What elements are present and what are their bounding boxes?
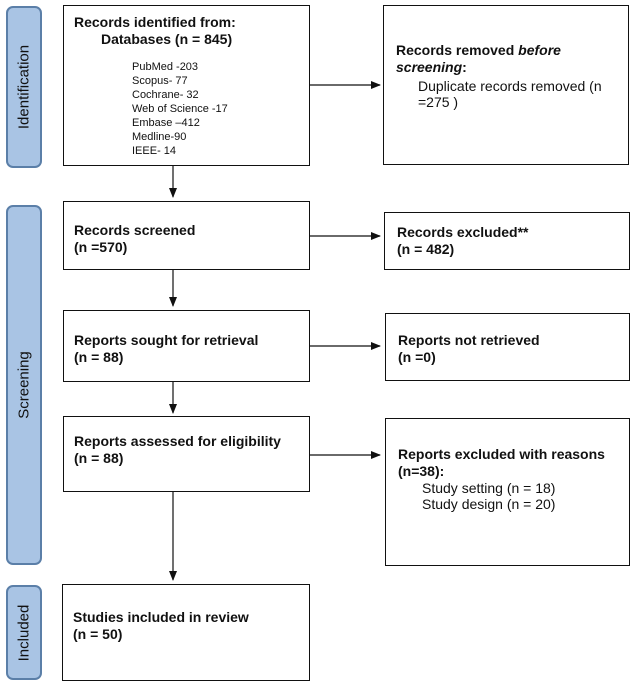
box-records-removed: Records removed before screening: Duplic… xyxy=(383,5,629,165)
box-records-identified: Records identified from: Databases (n = … xyxy=(63,5,310,166)
box-reports-not-retrieved: Reports not retrieved (n =0) xyxy=(385,313,630,381)
assessed-count: (n = 88) xyxy=(74,450,124,466)
exclusion-reason: Study design (n = 20) xyxy=(422,496,556,512)
included-count: (n = 50) xyxy=(73,626,123,642)
screened-count: (n =570) xyxy=(74,239,128,255)
source-item: Embase –412 xyxy=(132,117,200,129)
reports-excluded-title: Reports excluded with reasons xyxy=(398,446,605,462)
source-item: Medline-90 xyxy=(132,131,187,143)
removed-title-a: Records removed xyxy=(396,42,519,58)
box-records-excluded: Records excluded** (n = 482) xyxy=(384,212,630,270)
included-title: Studies included in review xyxy=(73,609,249,625)
removed-title-c: : xyxy=(462,59,467,75)
identified-sources: PubMed -203 Scopus- 77 Cochrane- 32 Web … xyxy=(74,60,299,158)
source-item: IEEE- 14 xyxy=(132,145,177,157)
identified-title-line1: Records identified from: xyxy=(74,14,236,30)
not-retrieved-count: (n =0) xyxy=(398,349,436,365)
box-studies-included: Studies included in review (n = 50) xyxy=(62,584,310,681)
sought-count: (n = 88) xyxy=(74,349,124,365)
identified-title-line2: Databases (n = 845) xyxy=(101,31,233,47)
box-reports-sought: Reports sought for retrieval (n = 88) xyxy=(63,310,310,382)
exclusion-reason: Study setting (n = 18) xyxy=(422,480,556,496)
box-reports-assessed: Reports assessed for eligibility (n = 88… xyxy=(63,416,310,492)
source-item: Cochrane- 32 xyxy=(132,89,199,101)
assessed-title: Reports assessed for eligibility xyxy=(74,433,281,449)
reports-excluded-count: (n=38): xyxy=(398,463,445,479)
box-records-screened: Records screened (n =570) xyxy=(63,201,310,270)
excluded-count: (n = 482) xyxy=(397,241,455,257)
removed-detail: Duplicate records removed (n =275 ) xyxy=(418,78,602,110)
not-retrieved-title: Reports not retrieved xyxy=(398,332,540,348)
removed-title: Records removed before screening: xyxy=(396,42,618,76)
excluded-title: Records excluded** xyxy=(397,224,529,240)
removed-title-b: before screening xyxy=(396,42,561,75)
box-reports-excluded: Reports excluded with reasons (n=38): St… xyxy=(385,418,630,566)
source-item: Scopus- 77 xyxy=(132,75,188,87)
phase-screening: Screening xyxy=(6,205,42,565)
phase-included: Included xyxy=(6,585,42,680)
phase-identification: Identification xyxy=(6,6,42,168)
screened-title: Records screened xyxy=(74,222,196,238)
source-item: Web of Science -17 xyxy=(132,103,228,115)
source-item: PubMed -203 xyxy=(132,61,199,73)
sought-title: Reports sought for retrieval xyxy=(74,332,259,348)
